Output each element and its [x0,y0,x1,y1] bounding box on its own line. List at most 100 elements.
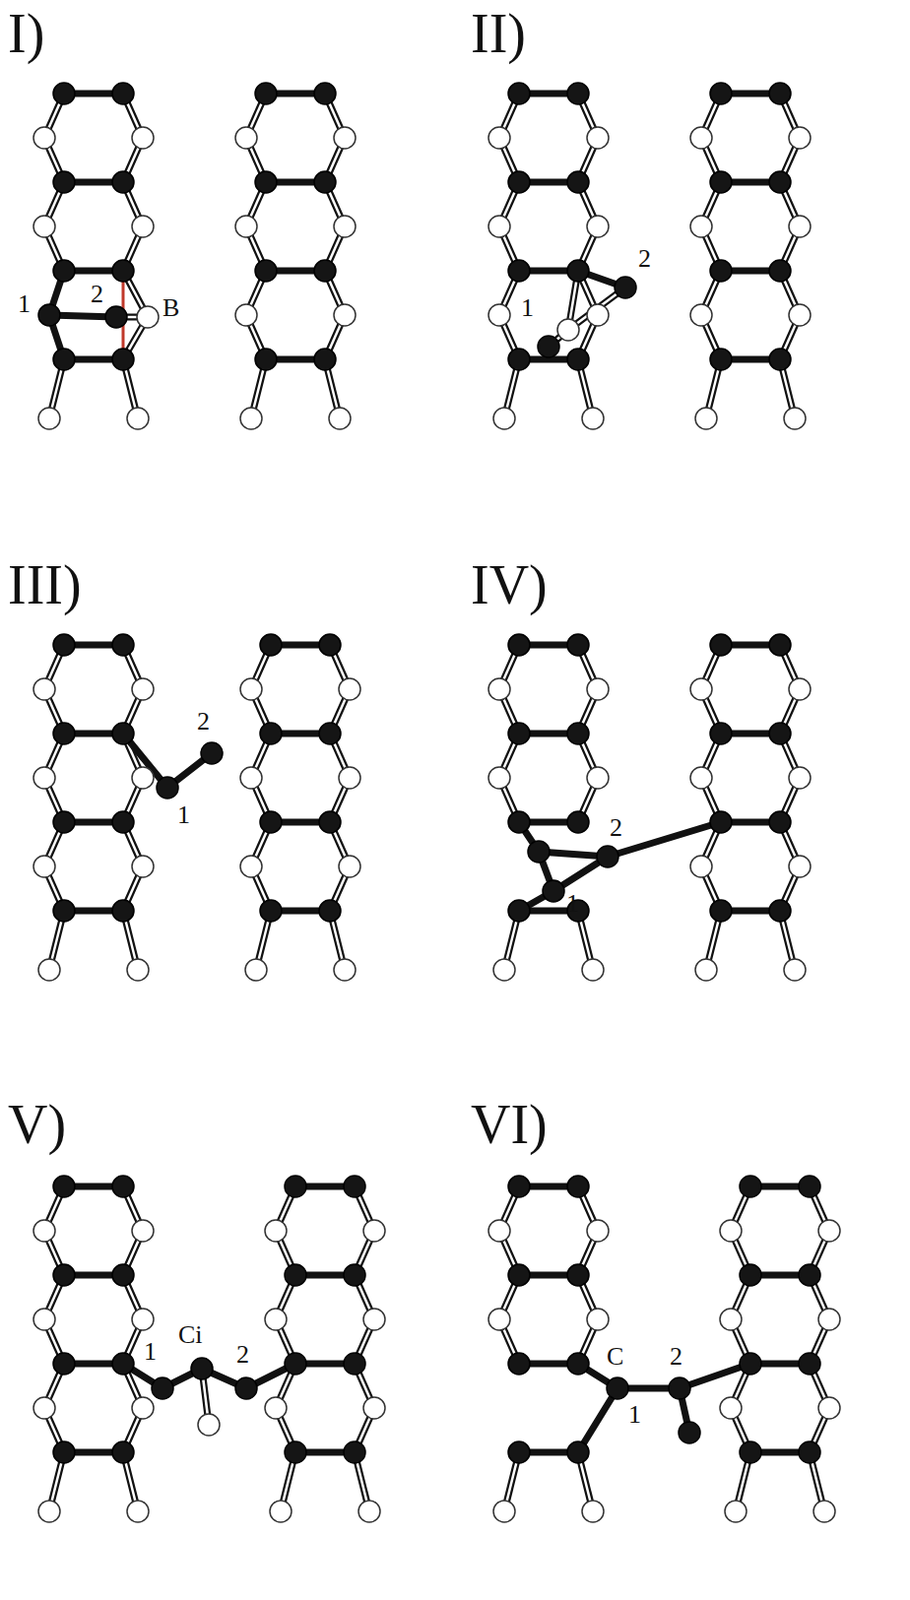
white-atom [333,304,356,326]
white-atom [240,407,262,430]
black-atom [53,171,75,194]
white-atom [38,1500,61,1523]
white-atom [333,215,356,238]
white-atom [488,767,511,789]
black-atom [739,1175,762,1198]
black-atom [112,634,134,656]
black-atom [284,1441,307,1464]
black-atom [769,811,791,834]
white-atom [582,407,604,430]
white-atom [131,1397,154,1420]
black-atom [319,722,341,745]
white-atom [127,959,149,981]
black-atom [508,1175,530,1198]
white-atom [690,304,713,326]
white-atom [33,127,56,149]
white-atom [690,678,713,701]
white-atom [33,1308,56,1331]
white-atom [136,306,159,328]
black-atom [527,841,550,863]
panel-label: I) [7,5,45,62]
white-atom [127,1500,149,1523]
black-atom [319,900,341,922]
black-atom [343,1264,366,1287]
black-atom [53,82,75,105]
white-atom [131,215,154,238]
white-atom [783,959,806,981]
white-atom [363,1397,386,1420]
black-atom [319,811,341,834]
black-atom [769,171,791,194]
white-atom [586,1220,609,1242]
white-atom [131,678,154,701]
black-atom [53,811,75,834]
black-atom [567,1264,589,1287]
black-atom [567,1353,589,1375]
black-atom [112,348,134,371]
black-atom [53,634,75,656]
black-atom [596,845,619,868]
black-atom [508,1441,530,1464]
white-atom [788,215,811,238]
black-atom [567,171,589,194]
black-atom [508,171,530,194]
black-atom [53,260,75,282]
black-atom [710,260,732,282]
black-atom [314,171,336,194]
black-atom [38,304,61,326]
panel-label: V) [7,1097,66,1153]
white-atom [33,678,56,701]
black-atom [53,1175,75,1198]
white-atom [338,678,361,701]
white-atom [488,127,511,149]
atom-label: Ci [178,1322,203,1349]
white-atom [131,1220,154,1242]
atom-number: 1 [628,1402,642,1429]
black-atom [112,1353,134,1375]
white-atom [488,304,511,326]
atom-number: 2 [638,246,651,272]
black-atom [739,1264,762,1287]
black-atom [112,82,134,105]
black-atom [235,1377,258,1400]
white-atom [240,767,262,789]
white-atom [488,1220,511,1242]
white-atom [690,855,713,878]
black-atom [710,82,732,105]
black-atom [156,777,179,799]
black-atom [284,1353,307,1375]
white-atom [264,1220,287,1242]
atom-number: 2 [669,1344,683,1370]
black-atom [508,722,530,745]
black-atom [112,1175,134,1198]
black-atom [542,880,565,903]
white-atom [719,1308,742,1331]
black-atom [260,722,282,745]
panel-label: III) [7,557,82,613]
white-atom [695,407,717,430]
black-atom [53,900,75,922]
white-atom [586,678,609,701]
white-atom [783,407,806,430]
black-atom [614,276,637,299]
white-atom [582,1500,604,1523]
black-atom [769,634,791,656]
black-atom [112,171,134,194]
black-atom [260,900,282,922]
white-atom [690,767,713,789]
white-atom [488,678,511,701]
white-atom [363,1308,386,1331]
white-atom [127,407,149,430]
black-atom [191,1358,213,1380]
white-atom [586,304,609,326]
white-atom [818,1308,841,1331]
white-atom [235,304,258,326]
black-atom [319,634,341,656]
black-atom [151,1377,174,1400]
white-atom [38,407,61,430]
white-atom [358,1500,381,1523]
black-atom [567,811,589,834]
black-atom [508,1264,530,1287]
atom-number: 2 [236,1342,250,1368]
white-atom [240,855,262,878]
